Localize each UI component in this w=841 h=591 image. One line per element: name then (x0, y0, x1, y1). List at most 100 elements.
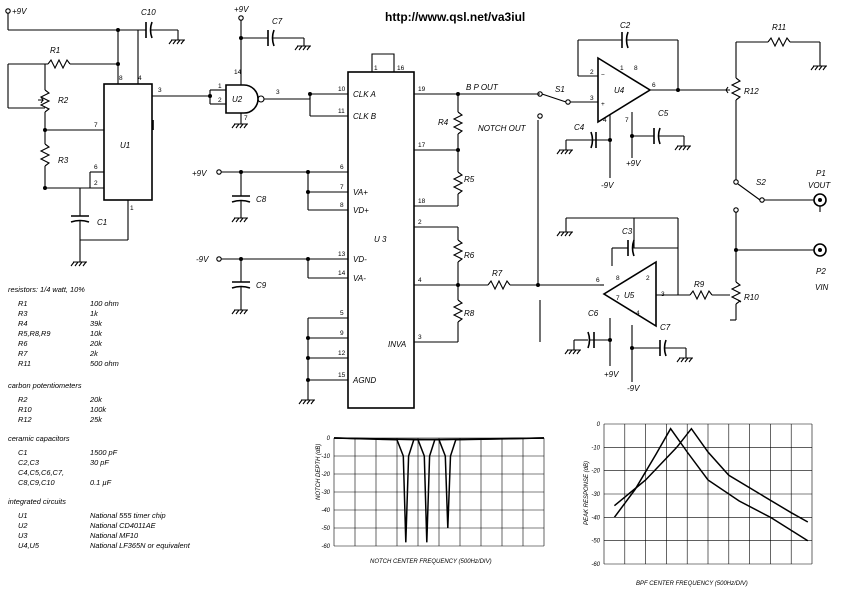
bom-item-value: 500 ohm (90, 359, 119, 368)
bom-caps-heading: ceramic capacitors (8, 434, 70, 443)
svg-text:7: 7 (616, 295, 620, 302)
svg-text:4: 4 (603, 117, 607, 124)
source-url[interactable]: http://www.qsl.net/va3iul (385, 10, 525, 24)
svg-text:15: 15 (338, 372, 346, 379)
svg-text:8: 8 (340, 202, 344, 209)
bom-item-value: 25k (89, 415, 102, 424)
bom-item-value: National MF10 (90, 531, 139, 540)
y-tick-label: -40 (591, 515, 600, 521)
y-tick-label: -60 (591, 562, 600, 568)
bom-item-ref: R2 (18, 395, 27, 404)
vcc-label-u5: +9V (604, 370, 619, 379)
y-tick-label: -10 (591, 445, 600, 451)
bom-item-ref: R7 (18, 349, 28, 358)
r5-label: R5 (464, 175, 475, 184)
vee-label-u5: -9V (627, 384, 640, 393)
svg-text:7: 7 (244, 115, 248, 122)
bom-item-ref: C4,C5,C6,C7, (18, 468, 64, 477)
svg-text:+: + (601, 101, 605, 108)
bom: resistors: 1/4 watt, 10% R1 100 ohm R3 1… (8, 285, 191, 550)
u3-pin-clk-a: CLK A (353, 90, 376, 99)
bom-item-ref: R3 (18, 309, 28, 318)
bom-item-ref: U2 (18, 521, 27, 530)
s2-label: S2 (756, 178, 766, 187)
svg-text:6: 6 (94, 164, 98, 171)
svg-text:3: 3 (590, 95, 594, 102)
c7-label-top: C7 (272, 17, 283, 26)
p2-label: P2 (816, 267, 826, 276)
u3-pin-agnd: AGND (352, 376, 376, 385)
svg-text:2: 2 (218, 97, 222, 104)
series-line-3 (333, 437, 545, 529)
u5-opamp (602, 260, 657, 328)
r4-label: R4 (438, 118, 449, 127)
r12-label: R12 (744, 87, 759, 96)
r3-label: R3 (58, 156, 69, 165)
bom-item-value: 1500 pF (90, 448, 118, 457)
p2-jack[interactable] (813, 243, 827, 257)
bom-item-value: 30 pF (90, 458, 109, 467)
output-section: R11 R12 S2 P1 VOUT (724, 23, 831, 250)
y-tick-label: -20 (591, 469, 600, 475)
c8-label: C8 (256, 195, 267, 204)
bom-item-ref: R4 (18, 319, 27, 328)
bom-item-value: 10k (90, 329, 102, 338)
bom-item-value: 2k (89, 349, 98, 358)
svg-text:4: 4 (418, 277, 422, 284)
u2-label: U2 (232, 95, 243, 104)
svg-text:3: 3 (418, 334, 422, 341)
vcc-label-u1: +9V (12, 7, 27, 16)
c3-label: C3 (622, 227, 633, 236)
svg-text:2: 2 (94, 180, 98, 187)
bom-item-ref: R5,R8,R9 (18, 329, 50, 338)
u1-label: U1 (120, 141, 130, 150)
u5-label: U5 (624, 291, 635, 300)
vee-label-u3: -9V (196, 255, 209, 264)
c5-label: C5 (658, 109, 669, 118)
bpf-ylabel: PEAK RESPONSE (dB) (584, 461, 590, 525)
u3-ic (347, 71, 415, 409)
vcc-label-u2: +9V (234, 5, 249, 14)
u1-section: +9V C10 U1 8 4 R1 R2 (5, 7, 210, 267)
u3-pin-clk-b: CLK B (353, 112, 377, 121)
bom-item-value: National 555 timer chip (90, 511, 166, 520)
u3-pin-va-plus: VA+ (353, 188, 368, 197)
bpf-xlabel: BPF CENTER FREQUENCY (500Hz/DIV) (636, 581, 748, 587)
bom-item-value: 20k (89, 395, 102, 404)
notch-response-chart: 0-10-20-30-40-50-60 NOTCH DEPTH (dB) NOT… (316, 436, 545, 565)
notch-ylabel: NOTCH DEPTH (dB) (316, 444, 322, 500)
svg-text:6: 6 (652, 82, 656, 89)
u3-section: U 3 1 16 10 11 CLK A CLK B +9V C8 6 7 8 … (192, 53, 600, 409)
c1-label: C1 (97, 218, 107, 227)
svg-text:8: 8 (634, 65, 638, 72)
c2-label: C2 (620, 21, 631, 30)
bom-ics-list: U1 National 555 timer chip U2 National C… (18, 511, 191, 550)
r6-label: R6 (464, 251, 475, 260)
y-tick-label: -10 (321, 454, 330, 460)
series-line-1 (613, 427, 809, 542)
svg-text:7: 7 (94, 122, 98, 129)
s1-switch[interactable]: S1 (537, 85, 598, 119)
svg-text:1: 1 (130, 205, 134, 212)
bom-item-ref: R1 (18, 299, 27, 308)
s1-label: S1 (555, 85, 565, 94)
svg-text:11: 11 (338, 108, 345, 115)
u2-section: +9V C7 14 U2 1 2 7 3 (208, 5, 311, 129)
svg-text:3: 3 (276, 89, 280, 96)
svg-text:2: 2 (646, 275, 650, 282)
u3-pin-inva: INVA (388, 340, 406, 349)
svg-text:17: 17 (418, 142, 426, 149)
c6-label: C6 (588, 309, 599, 318)
bom-item-ref: R10 (18, 405, 32, 414)
notch-out-label: NOTCH OUT (478, 124, 527, 133)
svg-text:1: 1 (218, 83, 222, 90)
svg-text:3: 3 (158, 87, 162, 94)
r2-label: R2 (58, 96, 69, 105)
svg-text:9: 9 (340, 330, 344, 337)
bom-ics-heading: integrated circuits (8, 497, 66, 506)
u3-pin-vd-plus: VD+ (353, 206, 369, 215)
svg-text:8: 8 (119, 75, 123, 82)
bom-item-ref: U1 (18, 511, 27, 520)
bom-item-value: 0.1 µF (90, 478, 112, 487)
